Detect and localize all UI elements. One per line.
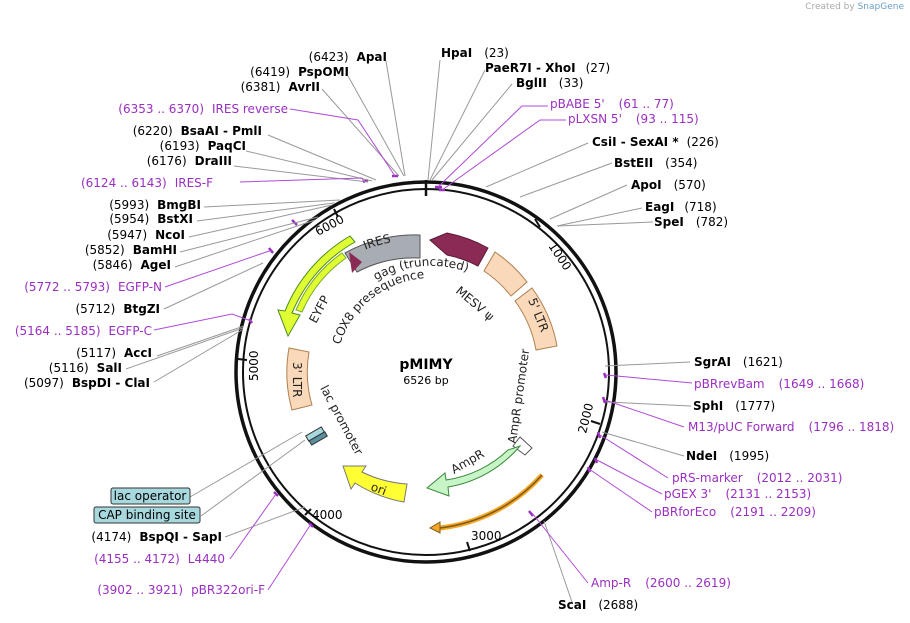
tick-label: 2000 [575,402,596,435]
primer-mark [596,431,602,439]
leader-lines-right [427,59,692,603]
plasmid-size: 6526 bp [403,374,448,387]
feature-gag [429,232,489,267]
feature-ori [342,465,408,503]
tick-label: 3000 [471,529,502,543]
feature-outer-arc-head [428,521,441,534]
cap-binding-site-label: CAP binding site [98,508,196,522]
feature-ampr [426,444,522,497]
site-label: SpeI(782) [654,215,728,229]
primer-label: pRS-marker(2012 .. 2031) [672,471,842,485]
site-label: (4174)BspQI - SapI [91,530,222,544]
tick-label: 5000 [247,350,261,381]
feature-ori-label: ori [369,480,388,498]
feature-3ltr [286,347,313,411]
feature-mesv-label: MESV ψ [453,284,497,324]
primer-label: pLXSN 5'(93 .. 115) [568,112,699,126]
site-label: (6220)BsaAI - PmlI [133,124,262,138]
leader-lines-primer-left [153,108,396,591]
feature-ampr-promoter [512,436,533,456]
primer-label: (6124 .. 6143)IRES-F [81,176,213,190]
site-label: (5097)BspDI - ClaI [24,376,150,390]
backbone [234,180,618,564]
site-label: ScaI(2688) [558,598,638,612]
leader-lines-left [125,60,406,538]
primer-label: (5164 .. 5185)EGFP-C [15,324,152,338]
lac-operator-box [110,487,191,505]
feature-ampr-promoter-label: AmpR promoter [505,348,532,444]
primer-label: (4155 .. 4172)L4440 [94,552,225,566]
site-label: BstEII(354) [614,156,697,170]
primer-label: M13/pUC Forward(1796 .. 1818) [688,420,894,434]
site-label: (5116)SalI [49,361,122,375]
tick-label: 1000 [546,240,575,273]
site-label: (5117)AccI [76,346,152,360]
feature-mesv [483,251,528,297]
primer-label: (3902 .. 3921)pBR322ori-F [97,583,265,597]
feature-eyfp-inner [295,252,347,313]
feature-lac-promoter-label: lac promoter [317,383,365,457]
lac-operator-label: lac operator [114,489,187,503]
leader-lines-primer-right [437,105,693,584]
primer-label: pBRforEco(2191 .. 2209) [654,505,816,519]
tick-mark [466,541,471,552]
site-label: SgrAI(1621) [694,355,783,369]
feature-marker [349,252,362,273]
site-label: (5947)NcoI [107,228,185,242]
boxed-labels: lac operator CAP binding site [93,487,201,524]
site-label: (5846)AgeI [93,258,171,272]
site-label: EagI(718) [645,200,717,214]
site-label: ApoI(570) [631,178,706,192]
site-label: (6381)AvrII [241,80,320,94]
site-label: CsiI - SexAI *(226) [592,135,719,149]
tick-mark [590,420,601,425]
site-label: (6176)DraIII [147,154,232,168]
site-label: (5852)BamHI [85,243,177,257]
credit-prefix: Created by [805,2,855,12]
tick-mark [534,218,541,228]
primer-label: (5772 .. 5793)EGFP-N [24,280,162,294]
feature-ires [344,234,421,273]
primer-label: pBABE 5'(61 .. 77) [550,97,674,111]
site-label: (5954)BstXI [109,212,193,226]
site-label: (6423)ApaI [309,50,387,64]
primer-mark [593,457,599,464]
primer-label: (6353 .. 6370)IRES reverse [118,102,288,116]
credit-brand: SnapGene [857,2,904,12]
primer-mark [528,510,534,517]
primer-mark [601,396,607,404]
plasmid-name: pMIMY [399,357,453,373]
lac-operator-glyph [305,426,328,446]
feature-eyfp [277,235,356,338]
primer-label: pGEX 3'(2131 .. 2153) [664,487,811,501]
site-label: NdeI(1995) [686,449,769,463]
site-label: (6193)PaqCI [160,139,246,153]
snapgene-credit: Created by SnapGene [805,2,904,12]
site-label: HpaI(23) [441,46,509,60]
site-label: (6419)PspOMI [250,65,349,79]
site-labels-right: HpaI(23) PaeR7I - XhoI(27) BglII(33) pBA… [441,46,894,612]
site-label: BglII(33) [516,76,583,90]
tick-mark [237,358,248,361]
site-labels-left: (6423)ApaI (6419)PspOMI (6381)AvrII (635… [15,50,387,597]
site-label: (5993)BmgBI [109,198,201,212]
tick-label: 4000 [312,508,343,522]
tick-mark [333,208,339,218]
primer-mark [602,372,608,379]
primer-label: Amp-R(2600 .. 2619) [591,576,731,590]
site-label: PaeR7I - XhoI(27) [485,61,610,75]
site-label: (5712)BtgZI [75,302,160,316]
primer-mark [308,522,314,528]
feature-eyfp-label: EYFP [306,293,332,325]
tick-mark [304,508,312,516]
site-label: SphI(1777) [693,399,775,413]
feature-5ltr [514,287,558,351]
cap-binding-site-box [93,506,201,524]
primer-label: pBRrevBam(1649 .. 1668) [694,377,864,391]
feature-3ltr-label: 3' LTR [290,362,304,397]
